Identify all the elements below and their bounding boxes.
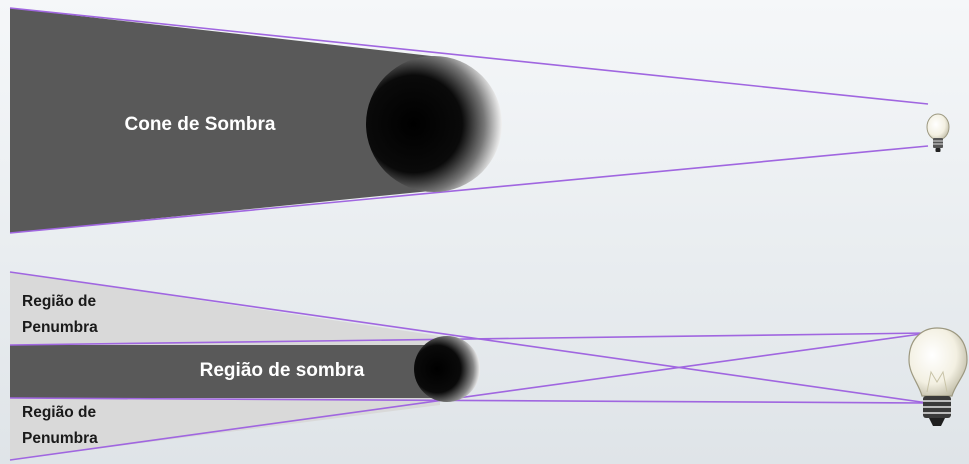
lightbulb-icon [908,327,968,426]
umbra-cone-label: Cone de Sombra [125,114,276,135]
light-ray-upper [9,7,929,105]
light-ray [9,271,929,404]
top-diagram: Cone de Sombra [9,7,950,234]
opaque-sphere [366,56,502,192]
umbra-cone [10,8,440,233]
bottom-diagram: Região de sombra Região de Penumbra Regi… [9,271,968,461]
light-ray [9,397,929,404]
light-ray-lower [9,145,929,234]
umbra-region-label: Região de sombra [200,360,365,381]
penumbra-lower-label-line2: Penumbra [22,430,98,447]
penumbra-upper-label-line2: Penumbra [22,319,98,336]
penumbra-upper-label-line1: Região de [22,293,96,310]
umbra-region [10,345,440,398]
penumbra-upper [10,272,440,345]
light-ray [9,332,929,461]
opaque-sphere [414,336,480,402]
light-ray [9,332,929,346]
lightbulb-icon [926,113,950,152]
penumbra-lower-label-line1: Região de [22,404,96,421]
